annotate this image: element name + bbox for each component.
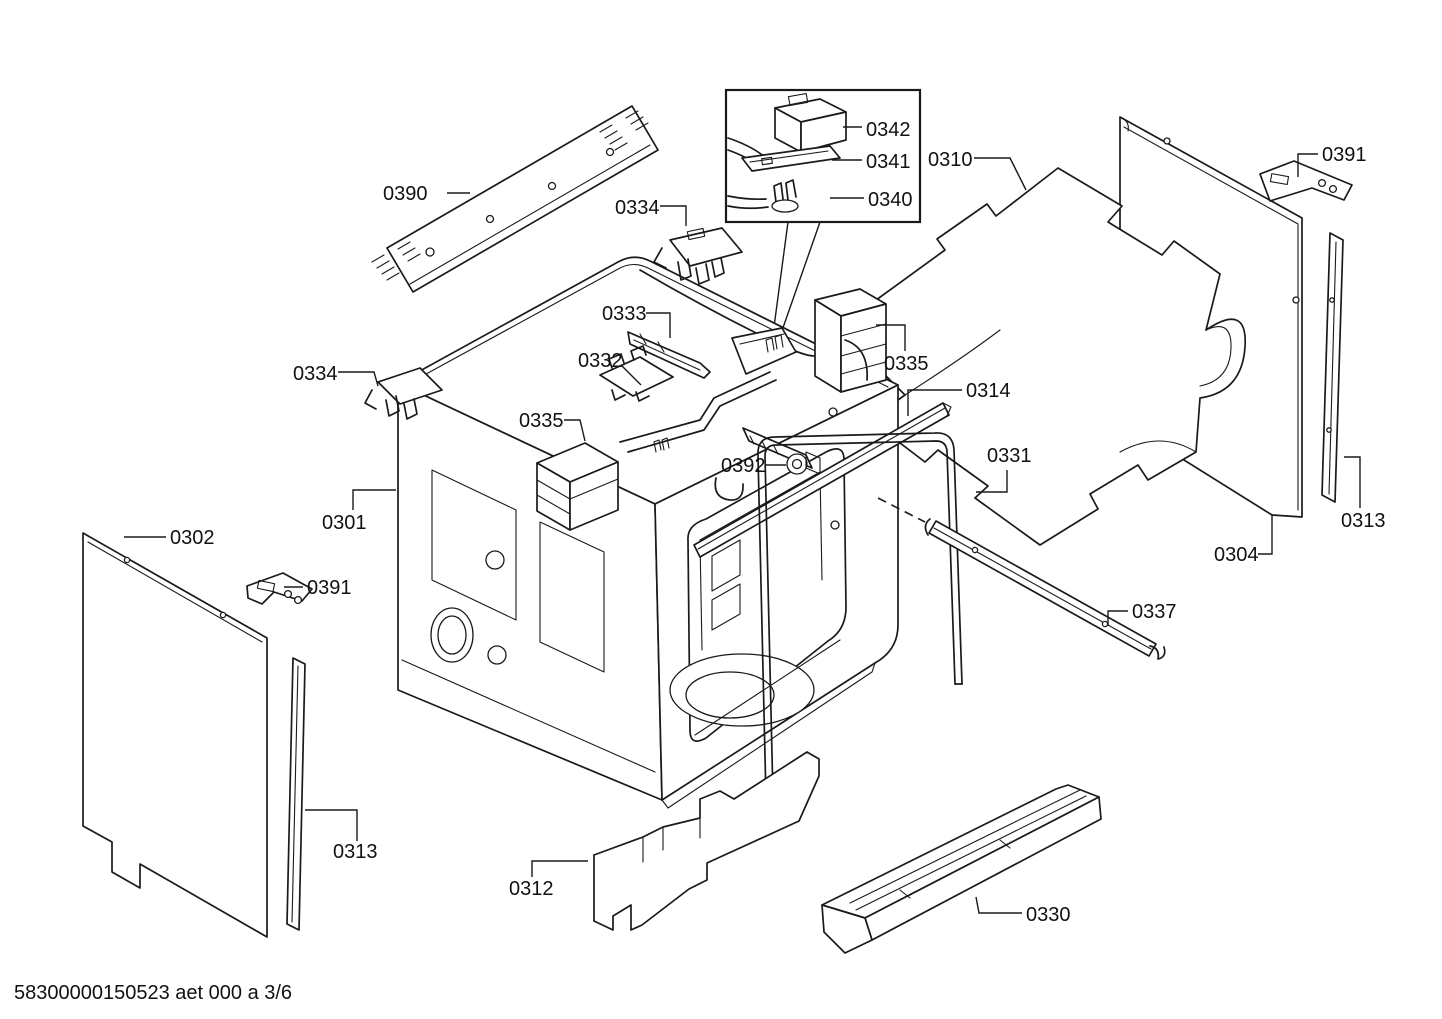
callout-0390: 0390 [383,183,428,205]
callout-0313-right: 0313 [1341,510,1386,532]
part-0330-base-rail [821,784,1102,954]
leader-0334-left [338,371,379,387]
callout-0313-left: 0313 [333,841,378,863]
callout-0331: 0331 [987,445,1032,467]
part-0337-support-bar [877,497,1166,660]
part-0335-left-damper [536,442,619,531]
leader-0335-left [564,419,586,442]
part-0334-left-bracket [364,367,443,420]
document-code: 58300000150523 aet 000 a 3/6 [14,982,292,1004]
part-0313-right-strip [1321,232,1344,503]
leader-0334-top [660,205,687,226]
leader-0332 [620,364,642,386]
leader-0335-right [876,324,906,351]
part-0332-fill-bracket [599,345,674,402]
callout-0391-left: 0391 [307,577,352,599]
callout-0301: 0301 [322,512,367,534]
callout-labels: 0390 0342 0341 0340 0310 0391 0334 0333 … [170,119,1386,926]
part-0312-base-insulation [593,751,820,931]
part-0342-junction-box [774,92,847,153]
leader-0333 [646,312,671,338]
part-0391-left-bracket [246,572,313,605]
leader-0304 [1258,514,1273,555]
callout-0304: 0304 [1214,544,1259,566]
leader-0313-left [305,809,358,841]
part-0391-right-bracket [1259,160,1353,202]
leader-0310 [974,157,1027,191]
part-0333-rail [627,331,711,379]
part-0341-bracket-rail [741,145,841,172]
callout-0340: 0340 [868,189,913,211]
part-0302-left-panel [82,532,268,938]
callout-0335-right: 0335 [884,353,929,375]
callout-0310: 0310 [928,149,973,171]
leader-lines [124,126,1361,914]
callout-0302: 0302 [170,527,215,549]
callout-0392: 0392 [721,455,766,477]
callout-0333: 0333 [602,303,647,325]
callout-0334-top: 0334 [615,197,660,219]
leader-0312 [531,860,588,877]
leader-0337 [1107,610,1128,626]
leader-0314 [907,389,962,416]
callout-0330: 0330 [1026,904,1071,926]
callout-0312: 0312 [509,878,554,900]
callout-0341: 0341 [866,151,911,173]
part-0301-tub [397,256,899,809]
inset-detail-box [724,88,922,343]
callout-0391-right: 0391 [1322,144,1367,166]
part-0334-top-bracket [653,227,743,285]
part-0390-vent-strip [371,105,659,293]
leader-0330 [975,896,1022,914]
leader-0301 [352,489,396,510]
callout-0334-left: 0334 [293,363,338,385]
part-0340-clip [771,179,799,213]
callout-0342: 0342 [866,119,911,141]
callout-0337: 0337 [1132,601,1177,623]
part-0313-left-strip [286,657,306,931]
part-0310-insulation-mat [869,167,1246,546]
part-0335-right-damper [814,288,887,393]
callout-0332: 0332 [578,350,623,372]
leader-0331 [976,470,1008,493]
leader-0313-right [1344,456,1361,508]
leader-0391-right [1297,153,1318,177]
callout-0335-left: 0335 [519,410,564,432]
callout-0314: 0314 [966,380,1011,402]
